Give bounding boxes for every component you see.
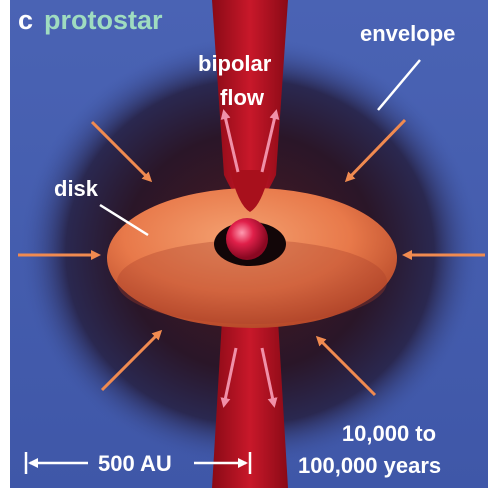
outflow-arrow-up-right xyxy=(260,109,280,173)
outflow-arrows xyxy=(220,109,280,408)
scale-label: 500 AU xyxy=(98,451,172,476)
outflow-arrow-down-right xyxy=(260,347,278,408)
scale-bar xyxy=(24,452,252,474)
infall-arrow-se xyxy=(315,335,377,397)
envelope-pointer xyxy=(377,59,421,111)
disk-shadow xyxy=(117,240,387,324)
infall-arrow-ne xyxy=(344,118,407,183)
flow-label: flow xyxy=(220,85,264,110)
protostar-sphere xyxy=(226,218,268,260)
timescale-line1: 10,000 to xyxy=(341,421,437,446)
infall-arrows xyxy=(18,118,485,397)
outflow-arrow-down-left xyxy=(220,347,238,408)
infall-arrow-sw xyxy=(100,329,163,392)
envelope-label: envelope xyxy=(360,21,456,46)
timescale-line2: 100,000 years xyxy=(298,453,442,478)
disk-label: disk xyxy=(54,176,99,201)
panel-letter: c xyxy=(18,5,34,35)
jet-lower xyxy=(212,320,288,488)
jet-upper-base xyxy=(230,170,270,212)
stage-title: protostar xyxy=(44,5,163,35)
disk-pointer xyxy=(99,203,149,237)
infall-arrow-nw xyxy=(90,120,153,183)
outflow-arrow-up-left xyxy=(220,109,240,173)
bipolar-label: bipolar xyxy=(198,51,272,76)
jet-upper xyxy=(212,0,288,210)
